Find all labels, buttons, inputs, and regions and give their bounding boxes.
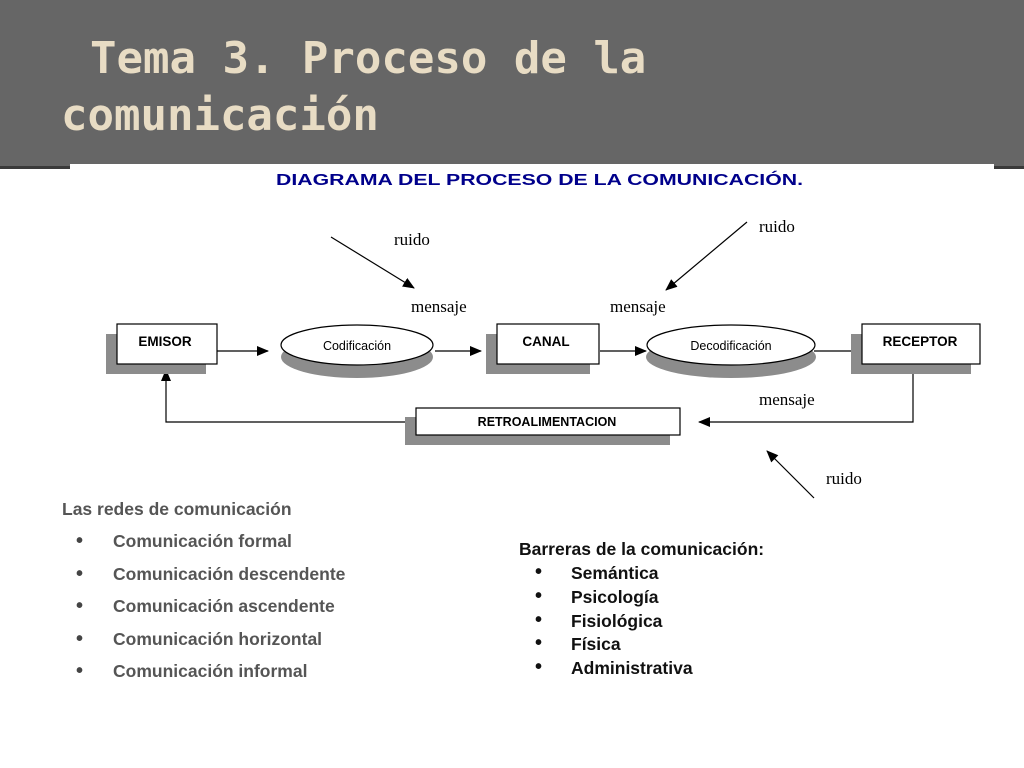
bullet-icon: • (535, 656, 543, 679)
decodificacion-label: Decodificación (690, 339, 771, 353)
list-item: • Comunicación horizontal (62, 628, 482, 661)
retroalimentacion-box (415, 407, 681, 436)
redes-heading: Las redes de comunicación (62, 499, 292, 519)
emisor-box (116, 323, 218, 365)
list-item-label: Fisiológica (571, 610, 663, 631)
connector-receptor-retroalimentacion (698, 364, 914, 427)
noise-arrow-3 (766, 450, 815, 499)
bullet-icon: • (76, 595, 84, 617)
bullet-icon: • (76, 562, 84, 585)
bullet-icon: • (76, 660, 84, 682)
canal-label: CANAL (522, 334, 569, 349)
decodificacion-ellipse (646, 324, 816, 366)
bullet-icon: • (535, 608, 543, 631)
bullet-icon: • (535, 584, 543, 607)
list-item-label: Administrativa (571, 658, 693, 679)
list-item: • Comunicación ascendente (62, 595, 482, 628)
receptor-label: RECEPTOR (883, 334, 958, 349)
bullet-icon: • (76, 627, 84, 650)
list-item: • Comunicación informal (62, 660, 482, 693)
receptor-box (861, 323, 981, 365)
bullet-icon: • (76, 530, 84, 552)
list-item-label: Comunicación ascendente (113, 596, 335, 616)
list-item: • Fisiológica (519, 608, 939, 634)
list-item: • Comunicación descendente (62, 563, 482, 596)
diagram-title: DIAGRAMA DEL PROCESO DE LA COMUNICACIÓN. (276, 171, 803, 189)
codificacion-ellipse (280, 324, 434, 366)
canal-box (496, 323, 600, 365)
barreras-heading: Barreras de la comunicación: (519, 539, 765, 559)
list-item-label: Comunicación formal (113, 531, 292, 551)
message-label-2: mensaje (610, 297, 666, 316)
noise-arrow-1 (330, 236, 415, 289)
retroalimentacion-label: RETROALIMENTACION (478, 415, 617, 429)
list-item: • Física (519, 632, 939, 657)
noise-label-3: ruido (826, 469, 862, 488)
bullet-icon: • (535, 561, 543, 583)
list-item-label: Comunicación descendente (113, 563, 346, 584)
list-item-label: Física (571, 634, 621, 655)
slide-title-line-2: comunicación (61, 90, 379, 141)
list-item-label: Psicología (571, 586, 659, 607)
noise-label-1: ruido (394, 230, 430, 249)
codificacion-label: Codificación (323, 339, 391, 353)
message-label-3: mensaje (759, 390, 815, 409)
list-item-label: Comunicación horizontal (113, 628, 323, 649)
list-item: • Comunicación formal (62, 530, 482, 563)
list-item-label: Comunicación informal (113, 661, 308, 681)
barreras-list: Barreras de la comunicación: •Semántica … (519, 538, 939, 681)
header-rule-left (0, 166, 70, 169)
slide-header: Tema 3. Proceso de la comunicación (0, 0, 1024, 166)
slide-title-line-1: Tema 3. Proceso de la (90, 33, 647, 84)
message-label-1: mensaje (411, 297, 467, 316)
list-item: • Semántica (519, 561, 939, 586)
noise-label-2: ruido (759, 217, 795, 236)
list-item-label: Semántica (571, 563, 659, 583)
connector-retroalimentacion-emisor (161, 369, 416, 423)
header-rule-right (994, 166, 1024, 169)
redes-list: Las redes de comunicación • Comunicación … (62, 498, 482, 693)
noise-arrow-2 (665, 221, 748, 291)
slide-title: Tema 3. Proceso de la comunicación (61, 30, 961, 144)
communication-diagram: DIAGRAMA DEL PROCESO DE LA COMUNICACIÓN.… (70, 164, 994, 504)
list-item: • Psicología (519, 584, 939, 610)
list-item: • Administrativa (519, 656, 939, 681)
bullet-icon: • (535, 632, 543, 655)
emisor-label: EMISOR (138, 334, 192, 349)
